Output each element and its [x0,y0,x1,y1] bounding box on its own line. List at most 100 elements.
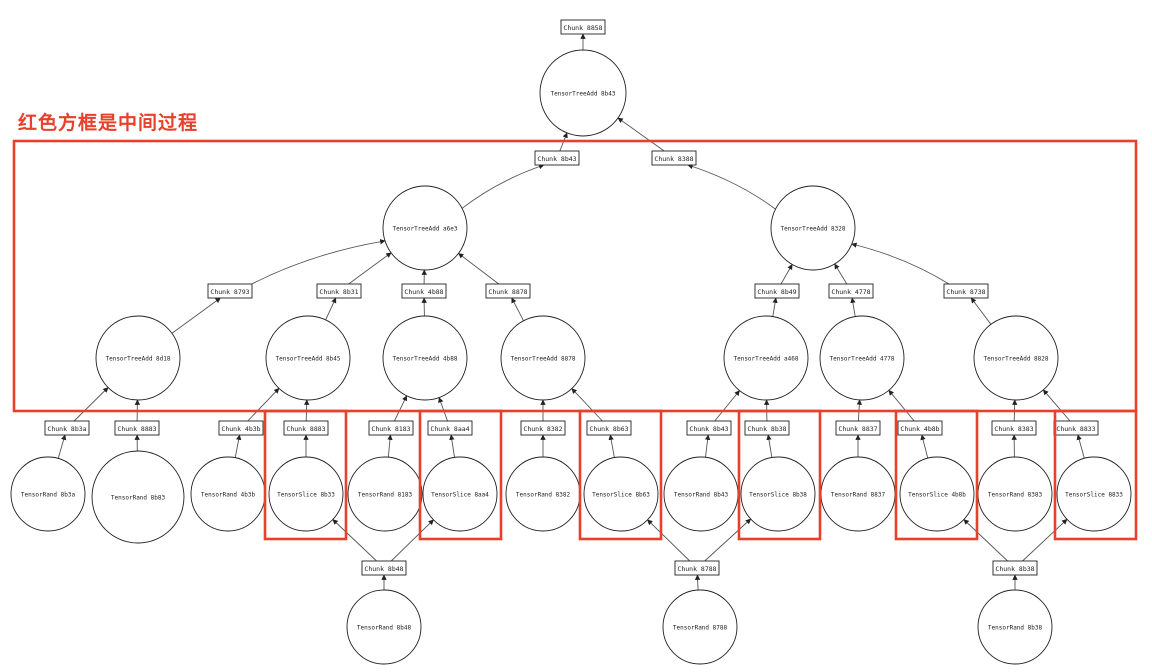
chunk-node-c3_8[interactable]: Chunk 8b63 [586,420,632,436]
operator-label: TensorTreeAdd 4b88 [392,356,457,363]
operator-node-t_l1b[interactable]: TensorTreeAdd 8328 [770,185,856,271]
chunk-label: Chunk 8788 [677,565,716,573]
chunk-label: Chunk 8383 [994,425,1033,433]
chunk-node-c3_1[interactable]: Chunk 8b3a [44,420,90,436]
chunk-node-c3_3[interactable]: Chunk 4b3b [218,420,264,436]
operator-label: TensorTreeAdd 8328 [780,226,845,233]
operator-node-t_e[interactable]: TensorTreeAdd a468 [723,315,809,401]
operator-node-l_8[interactable]: TensorSlice 8b63 [583,456,659,532]
operator-node-l_7[interactable]: TensorRand 8382 [505,456,581,532]
operator-node-r_3[interactable]: TensorRand 8b38 [977,589,1053,665]
operator-circle [265,315,351,401]
operator-node-r_1[interactable]: TensorRand 8b48 [346,589,422,665]
operator-node-t_b[interactable]: TensorTreeAdd 8b45 [265,315,351,401]
operator-circle [819,315,905,401]
chunk-label: Chunk 8b43 [537,155,576,163]
chunk-node-c_l1a[interactable]: Chunk 8b43 [534,150,580,166]
operator-node-l_6[interactable]: TensorSlice 8aa4 [422,456,498,532]
chunk-box [361,560,407,576]
operator-circle [346,589,422,665]
chunk-box [368,420,414,436]
operator-circle [347,456,423,532]
chunk-node-c3_14[interactable]: Chunk 8833 [1053,420,1099,436]
chunk-label: Chunk 8382 [523,425,562,433]
chunk-box [651,150,697,166]
operator-node-t_f[interactable]: TensorTreeAdd 4778 [819,315,905,401]
operator-label: TensorRand 8383 [988,492,1043,499]
chunk-node-c3_9[interactable]: Chunk 8b43 [686,420,732,436]
operator-node-l_5[interactable]: TensorRand 8183 [347,456,423,532]
edge-c_b-to-t_l1a [348,252,392,285]
operator-node-l_14[interactable]: TensorSlice 8833 [1056,456,1132,532]
chunk-node-c_a[interactable]: Chunk 8793 [207,283,253,299]
chunk-node-c3_2[interactable]: Chunk 8883 [114,420,160,436]
operator-node-l_3[interactable]: TensorRand 4b3b [190,456,266,532]
operator-node-l_11[interactable]: TensorRand 8837 [820,456,896,532]
chunk-label: Chunk 4b3b [221,425,260,433]
chunk-label: Chunk 8883 [117,425,156,433]
operator-node-r_2[interactable]: TensorRand 8788 [662,589,738,665]
edge-c5_3-to-l_12 [963,519,1008,562]
operator-label: TensorRand 8183 [358,492,413,499]
operator-node-l_12[interactable]: TensorSlice 4b8b [899,456,975,532]
operator-circle [770,185,856,271]
edge-c5_2-to-l_10 [704,518,752,562]
chunk-node-c_e[interactable]: Chunk 8b49 [754,283,800,299]
chunk-node-c_l1b[interactable]: Chunk 8388 [651,150,697,166]
highlight-layer [12,139,1138,541]
operator-node-l_4[interactable]: TensorSlice 8b33 [268,456,344,532]
operator-label: TensorSlice 8833 [1065,492,1123,499]
operator-node-t_d[interactable]: TensorTreeAdd 8878 [500,315,586,401]
operator-node-l_10[interactable]: TensorSlice 8b38 [740,456,816,532]
operator-node-t_l1a[interactable]: TensorTreeAdd a6e3 [382,185,468,271]
edge-c5_1-to-l_4 [332,519,377,562]
chunk-node-c5_2[interactable]: Chunk 8788 [674,560,720,576]
operator-node-l_2[interactable]: TensorRand 8b83 [91,450,185,544]
chunk-node-c_g[interactable]: Chunk 8738 [943,283,989,299]
edge-l_9-to-c3_9 [704,434,711,458]
chunk-node-c3_6[interactable]: Chunk 8aa4 [427,420,473,436]
operator-node-t_a[interactable]: TensorTreeAdd 8d18 [95,315,181,401]
chunk-node-c3_12[interactable]: Chunk 4b8b [897,420,943,436]
chunk-node-c3_11[interactable]: Chunk 8837 [835,420,881,436]
highlight-slice-3 [578,409,663,541]
operator-node-l_9[interactable]: TensorRand 8b43 [663,456,739,532]
chunk-node-c_c[interactable]: Chunk 4b88 [401,283,447,299]
operator-node-t_g[interactable]: TensorTreeAdd 8828 [973,315,1059,401]
operator-circle [95,315,181,401]
operator-node-l_13[interactable]: TensorRand 8383 [977,456,1053,532]
chunk-node-c5_3[interactable]: Chunk 8b38 [992,560,1038,576]
annotation-label: 红色方框是中间过程 [18,112,199,134]
edge-t_a-to-c_a [171,297,221,334]
chunk-node-c_root[interactable]: Chunk 8858 [560,19,606,35]
edge-c5_3-to-l_14 [1022,518,1068,562]
edge-c5_2-to-l_8 [647,519,691,562]
operator-node-t_c[interactable]: TensorTreeAdd 4b88 [382,315,468,401]
chunk-node-c3_7[interactable]: Chunk 8382 [520,420,566,436]
chunk-label: Chunk 8b63 [589,425,628,433]
operator-circle [382,315,468,401]
chunk-node-c5_1[interactable]: Chunk 8b48 [361,560,407,576]
operator-circle [662,589,738,665]
operator-node-l_1[interactable]: TensorRand 8b3a [10,456,86,532]
operator-node-t_root[interactable]: TensorTreeAdd 8b43 [539,49,627,137]
chunk-label: Chunk 8b31 [319,288,358,296]
edge-c3_8-to-t_d [571,388,603,422]
chunk-node-c_d[interactable]: Chunk 8878 [485,283,531,299]
chunk-node-c3_13[interactable]: Chunk 8383 [991,420,1037,436]
operator-circle [899,456,975,532]
chunk-label: Chunk 4778 [831,288,870,296]
chunk-label: Chunk 8b38 [747,425,786,433]
operator-label: TensorRand 8b83 [111,495,166,502]
chunk-node-c3_10[interactable]: Chunk 8b38 [744,420,790,436]
operator-circle [10,456,86,532]
edge-c_d-to-t_l1a [458,253,500,285]
chunk-node-c3_5[interactable]: Chunk 8183 [368,420,414,436]
chunk-box [686,420,732,436]
operator-label: TensorRand 8788 [673,625,728,632]
chunk-node-c_b[interactable]: Chunk 8b31 [316,283,362,299]
chunk-box [674,560,720,576]
operator-label: TensorRand 8b38 [988,625,1043,632]
chunk-node-c3_4[interactable]: Chunk 8883 [283,420,329,436]
chunk-node-c_f[interactable]: Chunk 4778 [828,283,874,299]
